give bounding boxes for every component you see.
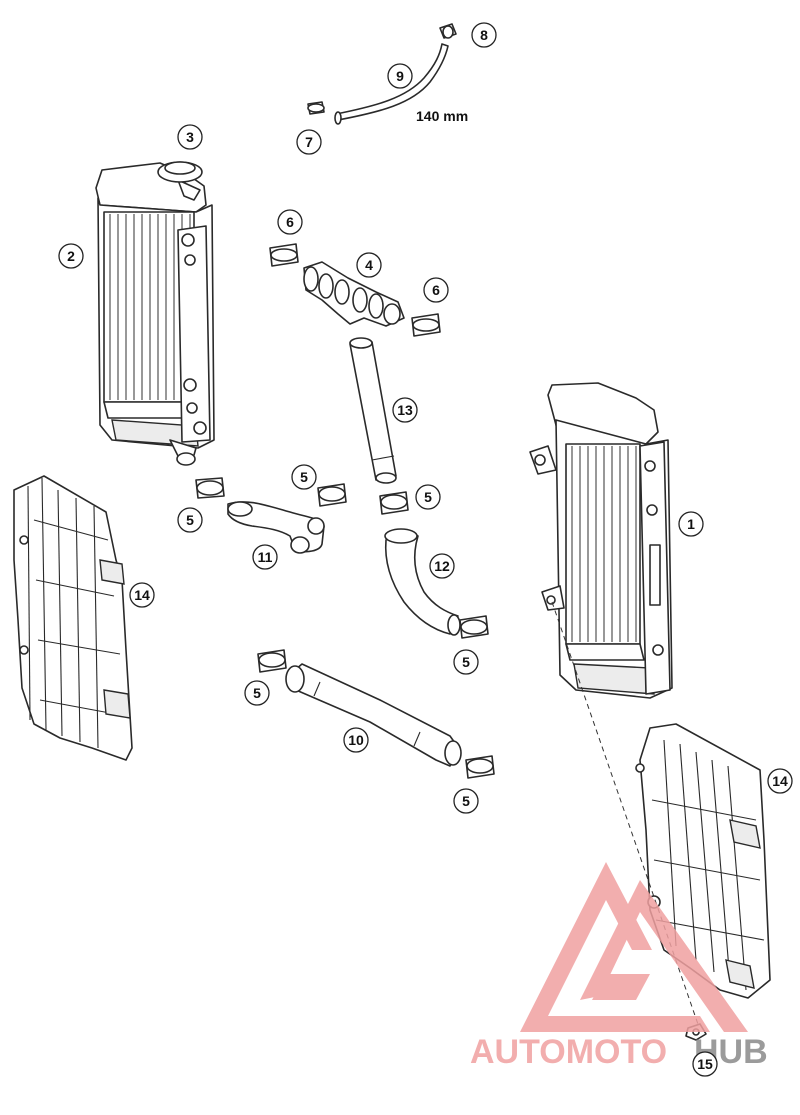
- svg-text:6: 6: [432, 282, 440, 298]
- svg-text:14: 14: [772, 773, 788, 789]
- hose-clamp-5a: [195, 477, 225, 499]
- hose-13: [349, 337, 397, 484]
- callout-6a: 6: [277, 209, 303, 235]
- svg-text:5: 5: [253, 685, 261, 701]
- hose-clamp-6b: [411, 313, 441, 337]
- svg-text:13: 13: [397, 402, 413, 418]
- svg-text:1: 1: [687, 516, 695, 532]
- hose-10: [285, 663, 462, 767]
- hose-11: [227, 501, 325, 554]
- hose-clamp-5d: [459, 615, 489, 639]
- callout-15: 15: [692, 1051, 718, 1077]
- hose-clamp-5b: [317, 483, 347, 507]
- callout-12: 12: [429, 553, 455, 579]
- right-radiator-spoiler: [635, 723, 771, 999]
- callout-5a: 5: [177, 507, 203, 533]
- svg-text:5: 5: [300, 469, 308, 485]
- automotohub-watermark: AUTOMOTO HUB: [470, 862, 768, 1071]
- svg-text:5: 5: [462, 793, 470, 809]
- svg-text:4: 4: [365, 257, 373, 273]
- callout-5d: 5: [453, 649, 479, 675]
- hose-y-piece: [303, 261, 405, 327]
- svg-text:8: 8: [480, 27, 488, 43]
- svg-text:5: 5: [186, 512, 194, 528]
- hose-12: [384, 528, 461, 636]
- hose-clamp-5c: [379, 491, 409, 515]
- svg-text:2: 2: [67, 248, 75, 264]
- callout-5c: 5: [415, 484, 441, 510]
- svg-text:7: 7: [305, 134, 313, 150]
- hose-140mm: [334, 43, 449, 125]
- callout-3: 3: [177, 124, 203, 150]
- callout-7: 7: [296, 129, 322, 155]
- callout-5b: 5: [291, 464, 317, 490]
- svg-text:10: 10: [348, 732, 364, 748]
- svg-text:5: 5: [462, 654, 470, 670]
- left-radiator: [95, 161, 215, 466]
- svg-text:5: 5: [424, 489, 432, 505]
- hose-clamp-6a: [269, 243, 299, 267]
- callout-4: 4: [356, 252, 382, 278]
- watermark-text-automoto: AUTOMOTO: [470, 1033, 667, 1071]
- svg-text:14: 14: [134, 587, 150, 603]
- hose-clamp-5f: [465, 755, 495, 779]
- hose-length-label: 140 mm: [416, 108, 468, 124]
- callout-14a: 14: [129, 582, 155, 608]
- callout-10: 10: [343, 727, 369, 753]
- callout-8: 8: [471, 22, 497, 48]
- small-hose-clamp-7: [307, 101, 325, 115]
- hose-clamp-5e: [257, 649, 287, 673]
- callout-13: 13: [392, 397, 418, 423]
- assembly-line: [551, 601, 701, 1031]
- left-radiator-spoiler: [13, 475, 133, 761]
- svg-text:9: 9: [396, 68, 404, 84]
- callout-1: 1: [678, 511, 704, 537]
- svg-text:6: 6: [286, 214, 294, 230]
- right-radiator: [529, 382, 673, 699]
- svg-text:3: 3: [186, 129, 194, 145]
- svg-text:12: 12: [434, 558, 450, 574]
- callout-14b: 14: [767, 768, 793, 794]
- svg-text:15: 15: [697, 1056, 713, 1072]
- callout-6b: 6: [423, 277, 449, 303]
- callout-11: 11: [252, 544, 278, 570]
- callout-2: 2: [58, 243, 84, 269]
- svg-text:11: 11: [258, 549, 273, 565]
- callout-5f: 5: [453, 788, 479, 814]
- callout-5e: 5: [244, 680, 270, 706]
- small-hose-clamp-8: [439, 23, 457, 39]
- callout-9: 9: [387, 63, 413, 89]
